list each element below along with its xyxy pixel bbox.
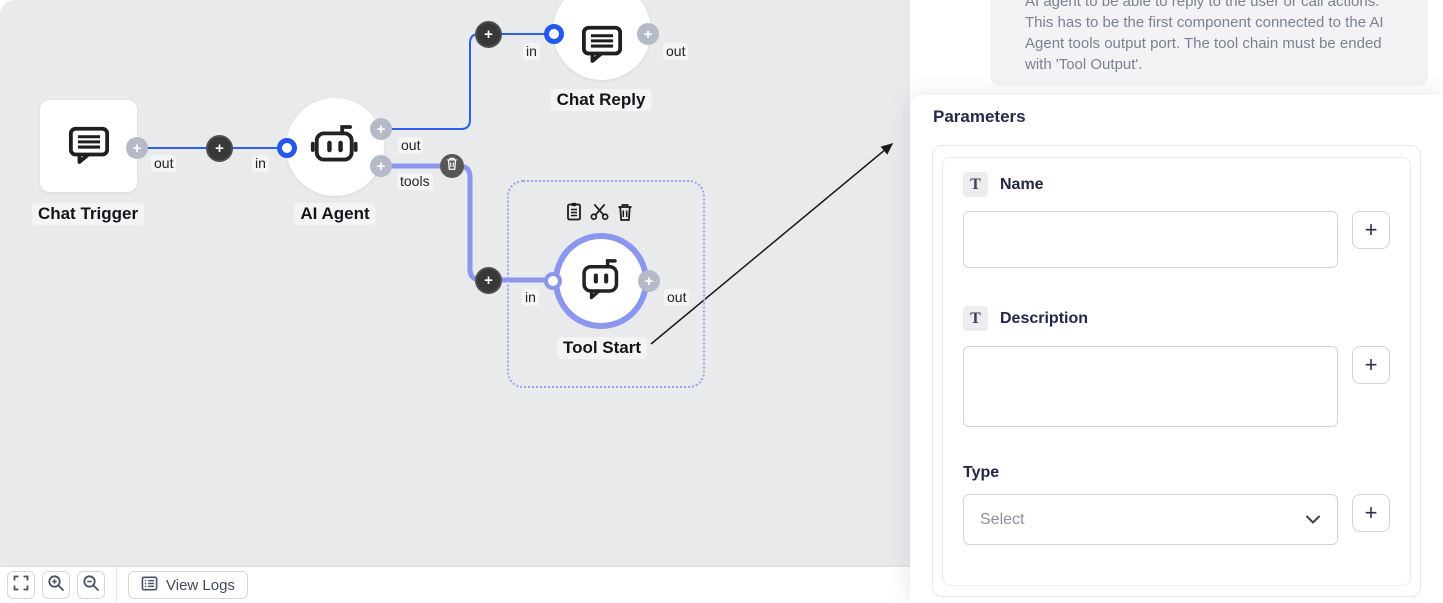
ai-agent-out-label: out [398, 137, 424, 154]
ai-agent-in-label: in [252, 155, 269, 172]
zoom-in-button[interactable] [42, 571, 70, 599]
description-field-row: + [963, 346, 1390, 427]
ai-agent-tools-port[interactable]: + [370, 155, 392, 177]
plus-icon: + [644, 272, 654, 290]
ai-agent-out-port[interactable]: + [370, 118, 392, 140]
cut-scissors-icon[interactable] [590, 203, 609, 220]
plus-icon: + [1364, 500, 1378, 525]
plus-icon: + [215, 140, 224, 157]
panel-title: Parameters [933, 107, 1026, 126]
tool-start-out-port[interactable]: + [638, 270, 660, 292]
node-action-toolbar [566, 202, 633, 221]
text-type-icon: T [963, 172, 988, 197]
node-chat-trigger[interactable] [40, 100, 137, 192]
add-type-button[interactable]: + [1352, 494, 1390, 532]
plus-icon: + [484, 272, 493, 289]
name-input[interactable] [963, 211, 1338, 268]
type-field-row: Select + [963, 494, 1390, 545]
plus-icon: + [1364, 217, 1378, 242]
canvas[interactable]: + out Chat Trigger + in + out + tools AI… [0, 0, 910, 603]
tool-start-in-port[interactable] [544, 272, 562, 290]
ai-agent-in-port[interactable] [277, 138, 297, 158]
plus-icon: + [132, 139, 142, 157]
selection-box [507, 180, 705, 388]
zoom-out-icon [82, 574, 100, 597]
chat-reply-out-label: out [663, 43, 689, 60]
description-input[interactable] [963, 346, 1338, 427]
tool-start-out-label: out [664, 289, 690, 306]
description-field-label: Description [1000, 309, 1089, 327]
node-ai-agent[interactable] [286, 98, 384, 196]
node-chat-reply[interactable] [553, 0, 651, 80]
add-node-on-edge-button[interactable]: + [206, 135, 233, 162]
plus-icon: + [1364, 352, 1378, 377]
type-select[interactable]: Select [963, 494, 1338, 545]
trash-icon [446, 157, 458, 175]
chat-trigger-out-label: out [151, 155, 177, 172]
robot-icon [308, 122, 362, 172]
chat-trigger-title: Chat Trigger [31, 203, 145, 225]
parameters-outer-card: T Name + T Description + Type [932, 145, 1421, 597]
text-type-icon: T [963, 306, 988, 331]
edges-layer [148, 33, 894, 345]
add-name-button[interactable]: + [1352, 211, 1390, 249]
plus-icon: + [643, 25, 653, 43]
chat-trigger-out-port[interactable]: + [126, 137, 148, 159]
fit-view-icon [13, 575, 29, 596]
component-description-tooltip: AI agent to be able to reply to the user… [990, 0, 1428, 86]
tool-start-in-label: in [522, 289, 539, 306]
ai-agent-tools-label: tools [397, 173, 433, 190]
plus-icon: + [484, 26, 493, 43]
canvas-toolbar: View Logs [0, 567, 910, 603]
name-field-header: T Name [963, 172, 1390, 197]
zoom-out-button[interactable] [77, 571, 105, 599]
ai-agent-title: AI Agent [294, 203, 376, 225]
tooltip-text: AI agent to be able to reply to the user… [1025, 0, 1384, 73]
delete-trash-icon[interactable] [617, 203, 633, 221]
description-field-header: T Description [963, 306, 1390, 331]
chevron-down-icon [1305, 511, 1321, 529]
name-field-row: + [963, 211, 1390, 268]
chat-bubble-icon [66, 123, 112, 170]
node-tool-start[interactable] [553, 233, 649, 329]
parameters-panel: Parameters T Name + T Description + [910, 95, 1443, 603]
edge-agent-out-to-reply[interactable] [391, 33, 545, 130]
delete-edge-button[interactable] [440, 154, 464, 178]
add-description-button[interactable]: + [1352, 346, 1390, 384]
logs-list-icon [141, 575, 158, 596]
add-node-on-edge-button[interactable]: + [475, 21, 502, 48]
tool-start-title: Tool Start [556, 337, 648, 359]
name-field-label: Name [1000, 175, 1044, 193]
copy-clipboard-icon[interactable] [566, 202, 582, 221]
plus-icon: + [376, 120, 386, 138]
chat-reply-title: Chat Reply [550, 89, 652, 111]
type-select-value: Select [980, 510, 1025, 528]
view-logs-label: View Logs [166, 576, 235, 594]
add-node-on-edge-button[interactable]: + [475, 267, 502, 294]
zoom-in-icon [47, 574, 65, 597]
chat-reply-out-port[interactable]: + [637, 23, 659, 45]
chat-reply-in-port[interactable] [544, 24, 564, 44]
chat-bot-icon [576, 256, 626, 306]
fit-view-button[interactable] [7, 571, 35, 599]
chat-reply-in-label: in [523, 43, 540, 60]
view-logs-button[interactable]: View Logs [128, 571, 248, 599]
type-field-label: Type [963, 463, 1000, 481]
parameter-item-card: T Name + T Description + Type [942, 157, 1411, 586]
chat-bubble-icon [579, 22, 625, 69]
type-field-header: Type [963, 460, 1390, 485]
toolbar-divider [116, 567, 117, 603]
plus-icon: + [376, 157, 386, 175]
